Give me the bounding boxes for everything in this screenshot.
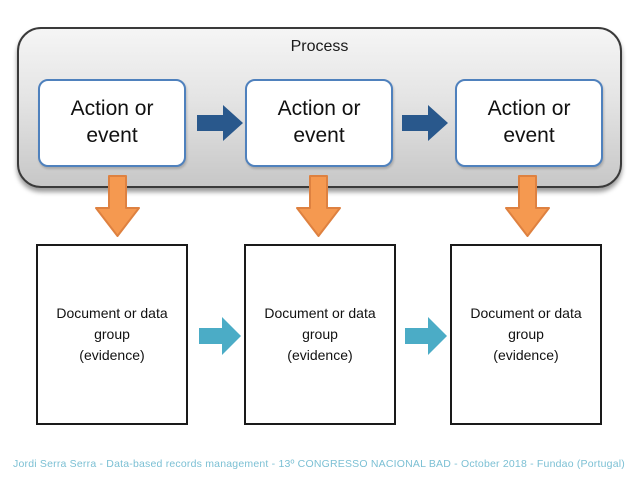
slide-footer-credit: Jordi Serra Serra - Data-based records m… xyxy=(13,458,625,470)
document-group-box-1: Document or data group (evidence) xyxy=(36,244,188,425)
action-event-box-3: Action or event xyxy=(455,79,603,167)
flow-right-arrow-icon xyxy=(197,105,243,141)
document-group-box-2: Document or data group (evidence) xyxy=(244,244,396,425)
action-event-box-1: Action or event xyxy=(38,79,186,167)
output-down-arrow-icon xyxy=(505,175,550,237)
document-group-box-3: Document or data group (evidence) xyxy=(450,244,602,425)
output-down-arrow-icon xyxy=(296,175,341,237)
output-down-arrow-icon xyxy=(95,175,140,237)
process-group-title: Process xyxy=(290,38,349,55)
flow-right-arrow-icon xyxy=(402,105,448,141)
document-flow-right-arrow-icon xyxy=(199,317,241,355)
action-event-box-2: Action or event xyxy=(245,79,393,167)
document-flow-right-arrow-icon xyxy=(405,317,447,355)
